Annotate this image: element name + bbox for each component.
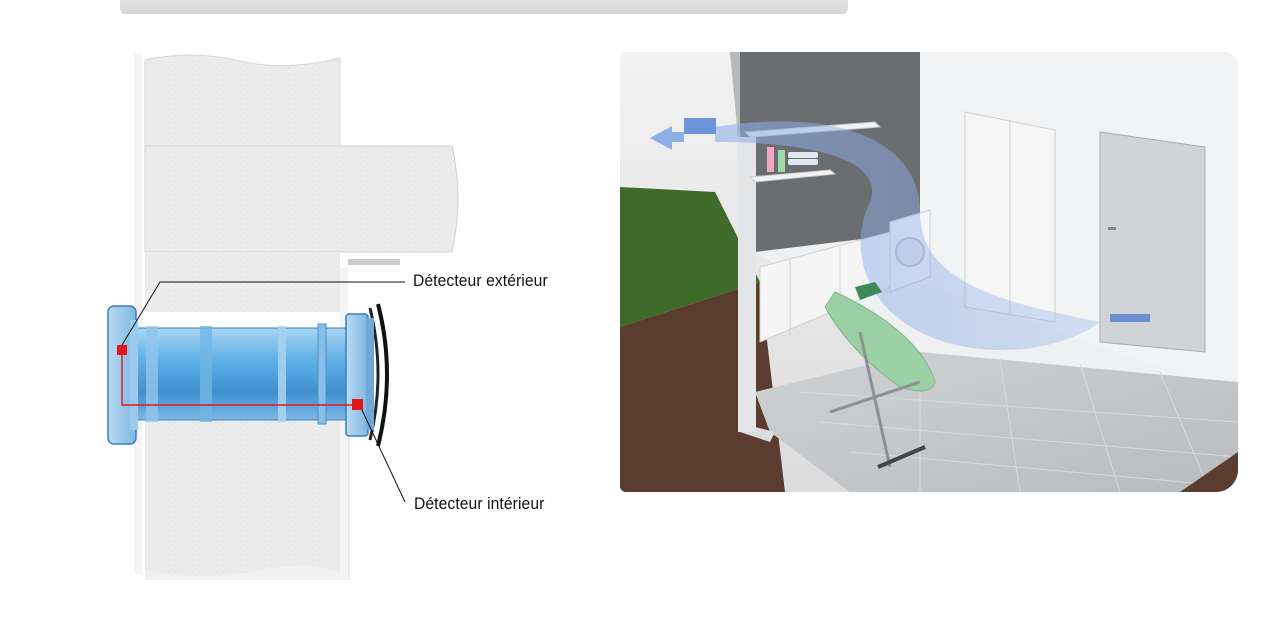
top-strip	[120, 0, 848, 14]
airflow-arrow-icon	[650, 126, 684, 150]
airflow-stream	[715, 121, 1100, 351]
outdoor-sensor-icon	[117, 345, 127, 355]
indoor-sensor-label: Détecteur intérieur	[414, 494, 545, 513]
indoor-sensor-icon	[352, 399, 363, 410]
sensor-wire	[121, 350, 358, 406]
indoor-grille	[345, 303, 389, 447]
outdoor-sensor-leader	[121, 281, 405, 346]
wall-section	[134, 54, 459, 580]
ventilator-duct	[134, 323, 351, 425]
indoor-sensor-leader	[361, 409, 406, 503]
outdoor-sensor-label: Détecteur extérieur	[413, 271, 548, 290]
ventilator-section-diagram	[107, 54, 459, 580]
laundry-room-illustration	[620, 52, 1238, 492]
outdoor-vent	[684, 118, 716, 134]
